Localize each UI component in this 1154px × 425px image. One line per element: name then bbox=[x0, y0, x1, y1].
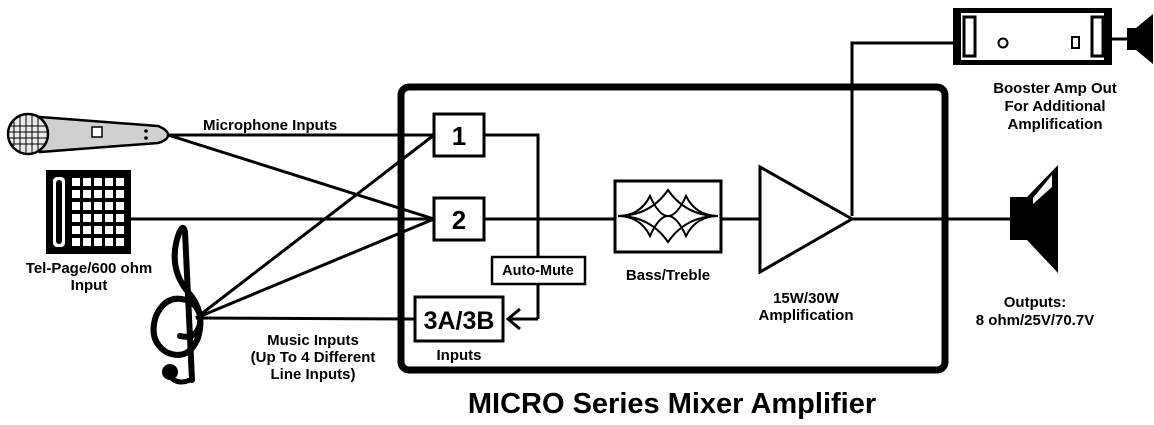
keypad-key bbox=[72, 226, 80, 234]
keypad-key bbox=[105, 238, 113, 246]
keypad-key bbox=[94, 238, 102, 246]
keypad-key bbox=[105, 226, 113, 234]
music-label-line3: Line Inputs) bbox=[271, 366, 356, 383]
diagram-title: MICRO Series Mixer Amplifier bbox=[468, 388, 876, 420]
keypad-key bbox=[116, 238, 124, 246]
keypad-key bbox=[83, 202, 91, 210]
booster-label-line2: For Additional bbox=[1004, 98, 1105, 115]
keypad-key bbox=[94, 214, 102, 222]
equalizer-icon bbox=[613, 179, 723, 254]
keypad-key bbox=[116, 226, 124, 234]
speaker-icon bbox=[1010, 165, 1058, 273]
keypad-key bbox=[116, 190, 124, 198]
keypad-key bbox=[83, 238, 91, 246]
keypad-key bbox=[94, 178, 102, 186]
booster-label-line1: Booster Amp Out bbox=[993, 80, 1117, 97]
keypad-key bbox=[83, 214, 91, 222]
mixer-box bbox=[397, 83, 949, 374]
input-2-box bbox=[432, 196, 486, 242]
telpage-label-line2: Input bbox=[71, 277, 108, 294]
inputs-label: Inputs bbox=[437, 347, 482, 364]
music-label-line1: Music Inputs bbox=[267, 332, 359, 349]
keypad-key bbox=[72, 214, 80, 222]
keypad-key bbox=[94, 226, 102, 234]
amplification-label-line1: 15W/30W bbox=[773, 290, 840, 307]
input-3-label: 3A/3B bbox=[424, 307, 495, 335]
keypad-key bbox=[116, 178, 124, 186]
bass-treble-label: Bass/Treble bbox=[626, 267, 710, 284]
keypad-key bbox=[105, 190, 113, 198]
outputs-label-line2: 8 ohm/25V/70.7V bbox=[976, 312, 1094, 329]
keypad-key bbox=[72, 202, 80, 210]
keypad-key bbox=[94, 202, 102, 210]
keypad-key bbox=[94, 190, 102, 198]
microphone-inputs-label: Microphone Inputs bbox=[203, 117, 337, 134]
keypad-key bbox=[105, 214, 113, 222]
keypad-key bbox=[105, 178, 113, 186]
auto-mute-label: Auto-Mute bbox=[502, 263, 574, 279]
outputs-label-line1: Outputs: bbox=[1004, 294, 1066, 311]
keypad-key bbox=[83, 178, 91, 186]
keypad-key bbox=[105, 202, 113, 210]
telpage-label-line1: Tel-Page/600 ohm bbox=[26, 260, 152, 277]
keypad-key bbox=[116, 214, 124, 222]
keypad-key bbox=[83, 190, 91, 198]
input-1-label: 1 bbox=[452, 121, 466, 151]
keypad-key bbox=[72, 178, 80, 186]
microphone-icon bbox=[6, 112, 170, 156]
keypad-key bbox=[83, 226, 91, 234]
input-2-label: 2 bbox=[452, 205, 466, 235]
treble-clef-icon bbox=[150, 224, 204, 385]
input-3-box bbox=[413, 295, 505, 343]
keypad-key bbox=[72, 238, 80, 246]
signal-wires bbox=[131, 37, 1127, 331]
telephone-icon bbox=[46, 170, 131, 254]
keypad-key bbox=[72, 190, 80, 198]
amplifier-triangle-icon bbox=[758, 164, 856, 275]
speaker-icon bbox=[1127, 14, 1153, 64]
booster-amp-icon bbox=[953, 8, 1112, 65]
amplification-label-line2: Amplification bbox=[758, 307, 853, 324]
booster-label-line3: Amplification bbox=[1007, 116, 1102, 133]
music-label-line2: (Up To 4 Different bbox=[251, 349, 376, 366]
keypad-key bbox=[116, 202, 124, 210]
